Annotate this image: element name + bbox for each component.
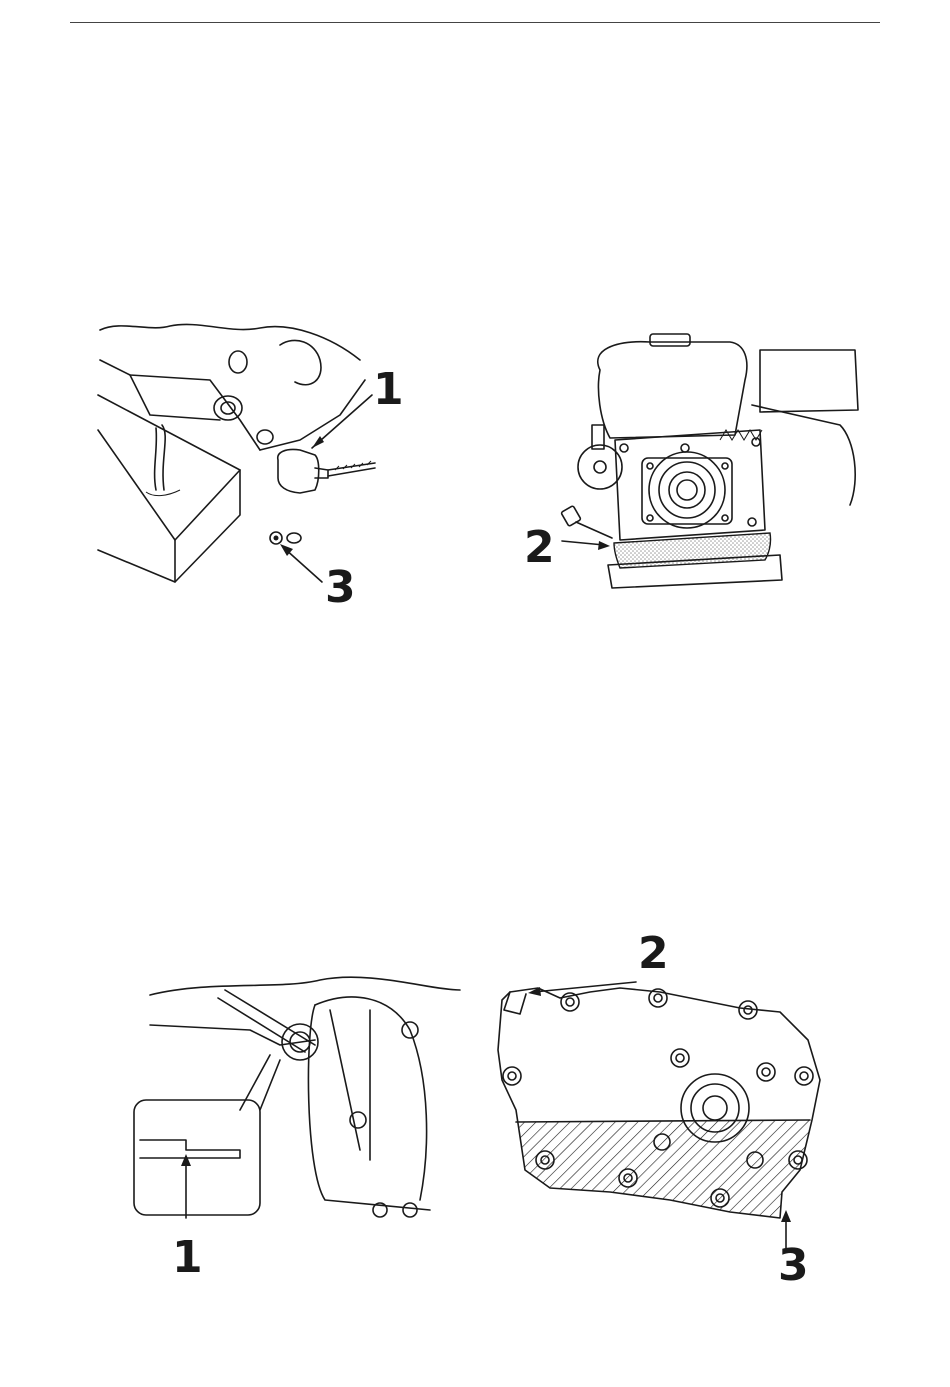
figure-drain-dipstick: 1 3 bbox=[90, 320, 420, 615]
figure-gear-case-cover: 2 3 bbox=[490, 930, 830, 1290]
leader-2 bbox=[562, 541, 604, 545]
drain-pan bbox=[98, 395, 240, 582]
gear-case-sketch bbox=[150, 977, 460, 1217]
oil-filler-cap-dipstick bbox=[278, 449, 375, 493]
level-inset bbox=[134, 1055, 280, 1215]
callout-3b: 3 bbox=[778, 1240, 809, 1291]
header-rule bbox=[70, 22, 880, 23]
callout-1b: 1 bbox=[172, 1232, 203, 1283]
dipstick bbox=[561, 506, 612, 538]
leader-3 bbox=[284, 548, 322, 582]
fuel-tank bbox=[598, 334, 747, 438]
callout-2b: 2 bbox=[638, 928, 669, 979]
oil-sump-level bbox=[608, 533, 782, 588]
callout-3: 3 bbox=[325, 562, 356, 613]
figure-engine-side: 2 bbox=[520, 330, 870, 590]
air-cleaner bbox=[720, 350, 858, 505]
callout-2: 2 bbox=[524, 522, 555, 573]
crankcase bbox=[615, 430, 765, 540]
leader-2b bbox=[534, 982, 636, 992]
callout-1: 1 bbox=[373, 364, 404, 415]
shaft-boss bbox=[681, 1074, 749, 1142]
engine-block-sketch bbox=[100, 324, 365, 450]
drain-bolt-washer bbox=[270, 532, 301, 544]
figure-gear-case-fill: 1 bbox=[130, 970, 470, 1280]
